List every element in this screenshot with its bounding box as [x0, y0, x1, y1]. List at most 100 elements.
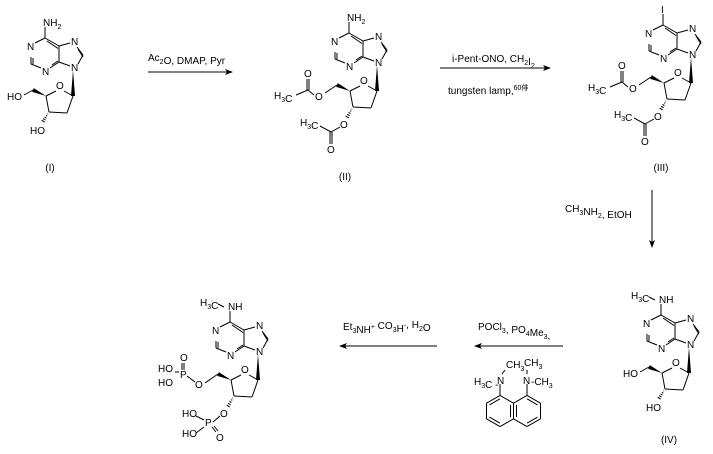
bond	[669, 47, 677, 53]
bond	[338, 32, 350, 39]
atom-n3: N	[658, 344, 665, 355]
bond	[230, 379, 235, 397]
ester-oxygen-3: O	[654, 112, 662, 123]
hash	[41, 119, 45, 123]
atom-n1: N	[643, 319, 650, 330]
bond	[621, 81, 629, 88]
glycosidic-wedge-bond	[689, 57, 693, 83]
acetyl-methyl-3: H3C	[614, 110, 632, 124]
bond	[215, 347, 227, 353]
bond	[694, 33, 702, 43]
glycosidic-wedge-bond	[256, 354, 260, 380]
bond	[609, 81, 623, 88]
iodo-substituent: I	[661, 5, 664, 16]
c5-wedge-bond	[648, 365, 662, 373]
bond	[676, 29, 689, 34]
hash	[227, 402, 231, 406]
bond	[51, 60, 59, 66]
atom-n9: N	[687, 340, 694, 351]
naphthalene-bond	[513, 394, 528, 404]
hash	[348, 112, 351, 114]
ester-oxygen-5: O	[629, 84, 637, 95]
hash	[346, 113, 350, 117]
hashed-bond	[657, 390, 665, 400]
bond	[652, 24, 664, 31]
bond	[638, 76, 652, 86]
compound-label-III: (III)	[654, 163, 669, 174]
bond	[644, 118, 655, 125]
bond	[692, 323, 700, 333]
bond	[76, 46, 84, 56]
glycosidic-wedge-bond	[71, 70, 75, 96]
atom-n9: N	[256, 347, 263, 358]
atom-n3: N	[42, 67, 49, 78]
phosphate-hydroxyl-3b: HO	[182, 429, 197, 440]
bond	[381, 49, 388, 60]
c5-wedge-bond	[217, 372, 231, 380]
naphthalene-bond	[513, 418, 528, 428]
hash	[345, 115, 350, 119]
hash	[660, 393, 663, 396]
bond	[295, 89, 309, 96]
hydroxyl-5: HO	[7, 92, 22, 103]
hash	[226, 404, 231, 408]
bond	[664, 27, 677, 36]
hash	[349, 110, 352, 112]
oxo-5: O	[180, 353, 188, 364]
bond	[204, 373, 219, 384]
phosphate-oxygen-3: O	[220, 409, 228, 420]
naphthalene-double-bond	[489, 416, 501, 424]
hash	[660, 105, 664, 109]
c5-wedge-bond	[32, 88, 46, 96]
ester-oxygen-3: O	[340, 120, 348, 131]
bond	[350, 35, 363, 44]
reagent-step2-bottom: tungsten lamp,60俳	[448, 83, 528, 97]
bond	[330, 126, 341, 133]
phosphorus-5: P	[180, 370, 187, 381]
reagent-step3: CH3NH2, EtOH	[565, 204, 632, 221]
bond	[195, 426, 205, 434]
bond	[682, 372, 690, 391]
hash	[659, 107, 664, 111]
atom-n7: N	[71, 37, 78, 48]
bond	[674, 319, 687, 324]
reagent-step5: Et3NH+ CO3H-, H2O	[343, 320, 431, 336]
atom-n9: N	[375, 58, 382, 69]
bond	[352, 106, 372, 109]
hashed-bond	[659, 100, 667, 111]
glycosidic-wedge-bond	[687, 347, 691, 373]
hydroxyl-3: HO	[646, 403, 661, 414]
bond	[58, 42, 71, 47]
bond	[211, 426, 217, 433]
naphthalene-double-bond	[526, 398, 538, 406]
bond	[234, 345, 245, 353]
hash	[42, 118, 46, 121]
bond	[362, 37, 375, 42]
methyl-group: H3C	[200, 298, 218, 312]
atom-n3: N	[660, 54, 667, 65]
bond	[663, 82, 668, 100]
hashed-bond	[345, 108, 353, 119]
bond	[58, 61, 71, 67]
atom-n1: N	[331, 37, 338, 48]
carbonyl-oxygen-3: O	[641, 137, 649, 148]
bond	[633, 117, 646, 125]
atom-n1: N	[212, 326, 219, 337]
atom-n1: N	[645, 29, 652, 40]
hash	[44, 116, 47, 119]
bond	[48, 111, 68, 114]
c5-wedge-bond	[336, 83, 350, 91]
bond	[77, 54, 84, 65]
compound-label-I: (I)	[45, 163, 54, 174]
amino-group: NH2	[43, 18, 61, 31]
bond	[666, 98, 686, 101]
bond	[348, 32, 364, 42]
bond	[63, 90, 74, 97]
atom-o4: O	[360, 76, 368, 87]
bond	[370, 90, 378, 109]
bond	[667, 337, 675, 343]
